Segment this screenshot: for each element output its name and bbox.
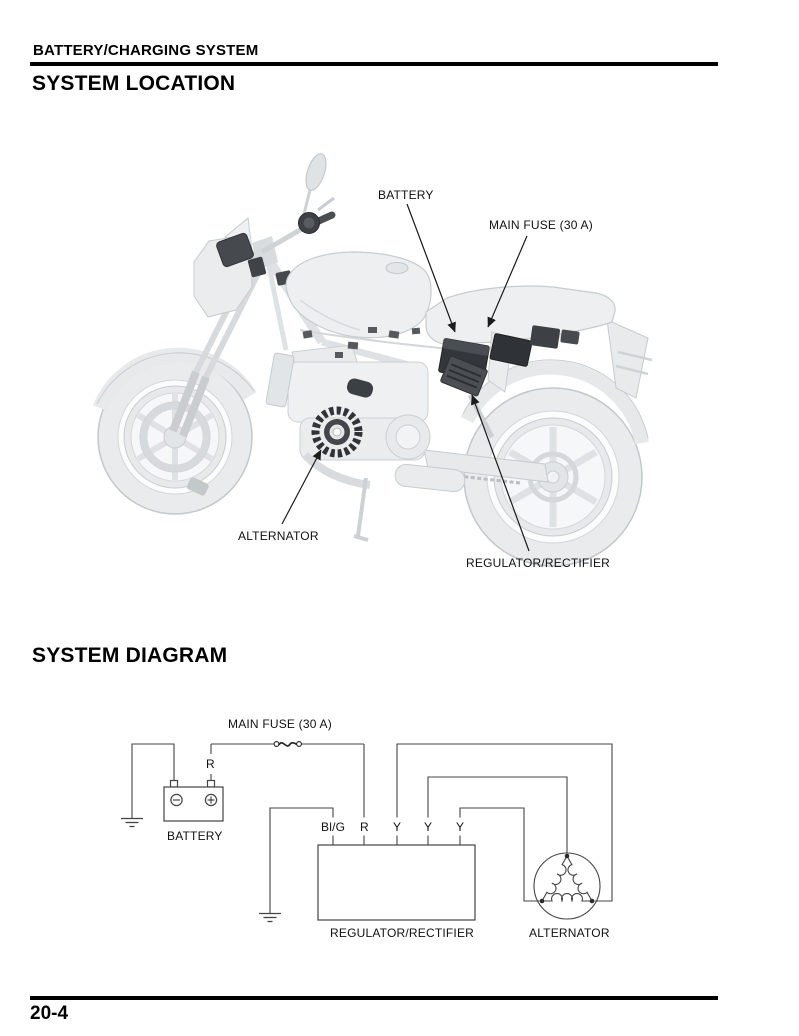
regulator-rectifier-box (440, 355, 488, 397)
diagram-alternator-label: ALTERNATOR (529, 926, 610, 940)
terminal-label-y1: Y (393, 820, 402, 834)
fuel-tank (285, 251, 432, 339)
radiator (265, 352, 295, 408)
wire-blg-ground (269, 807, 334, 913)
page-header-title: BATTERY/CHARGING SYSTEM (33, 42, 259, 59)
terminal-label-y2: Y (424, 820, 433, 834)
diagram-regulator-label: REGULATOR/RECTIFIER (330, 926, 475, 940)
wire-y3 (459, 807, 540, 902)
leader-line-main-fuse (487, 235, 528, 328)
callout-main-fuse-label: MAIN FUSE (30 A) (489, 218, 593, 232)
ground-symbol-center (259, 912, 281, 923)
brake-reservoir (247, 256, 267, 278)
fuse-symbol (273, 741, 302, 747)
ignition-switch (298, 212, 320, 234)
terminal-label-blg: Bl/G (321, 820, 346, 834)
callout-alternator-label: ALTERNATOR (238, 529, 319, 543)
wire-y2 (427, 776, 568, 854)
leader-line-alternator (281, 449, 322, 525)
accessory-box (530, 325, 560, 349)
motorcycle-figure (93, 153, 653, 567)
section-title-location: SYSTEM LOCATION (32, 72, 236, 95)
section-title-diagram: SYSTEM DIAGRAM (32, 644, 228, 667)
plus-terminal-icon (204, 793, 218, 807)
wire-battery-negative (131, 743, 175, 818)
connector-box (560, 329, 580, 345)
front-wheel (97, 359, 253, 515)
exhaust-pipe (302, 452, 371, 489)
regulator-box (317, 844, 476, 921)
battery-symbol (163, 779, 224, 822)
muffler (394, 463, 466, 493)
coil-bottom (542, 893, 592, 903)
terminal-label-y3: Y (456, 820, 465, 834)
instrument-cluster (216, 232, 254, 268)
rear-fender (460, 359, 649, 445)
footer-rule (30, 996, 718, 1000)
page-number: 20-4 (30, 1003, 69, 1024)
coil-right (566, 855, 593, 902)
fuel-cap (385, 262, 409, 274)
callout-battery-label: BATTERY (378, 188, 434, 202)
alternator-symbol (533, 852, 601, 920)
battery-wire-r-label: R (206, 757, 215, 771)
rear-wheel (463, 387, 643, 567)
minus-terminal-icon (170, 793, 183, 807)
engine (265, 344, 466, 493)
ground-symbol-left (121, 817, 143, 828)
mirror (301, 153, 327, 219)
diagram-battery-label: BATTERY (167, 829, 223, 843)
wire-y1 (396, 743, 613, 902)
diagram-fuse-label: MAIN FUSE (30 A) (228, 717, 332, 731)
wiring-diagram (121, 741, 613, 923)
harness-connectors (302, 327, 421, 358)
callout-regulator-label: REGULATOR/RECTIFIER (466, 556, 611, 570)
stator-alternator (311, 406, 363, 458)
front-fender (93, 347, 257, 411)
leader-line-regulator (471, 394, 530, 552)
starter-motor (346, 378, 374, 398)
header-rule (30, 62, 718, 66)
terminal-label-r: R (360, 820, 369, 834)
brake-lever (317, 196, 335, 212)
kickstand (353, 477, 369, 542)
brake-caliper (186, 477, 209, 496)
fuse-relay-box (489, 333, 533, 367)
callout-leader-lines (281, 203, 530, 552)
coil-left (541, 855, 568, 902)
tail-bracket (606, 319, 653, 399)
handlebar (260, 196, 336, 255)
leader-line-battery (406, 203, 456, 333)
